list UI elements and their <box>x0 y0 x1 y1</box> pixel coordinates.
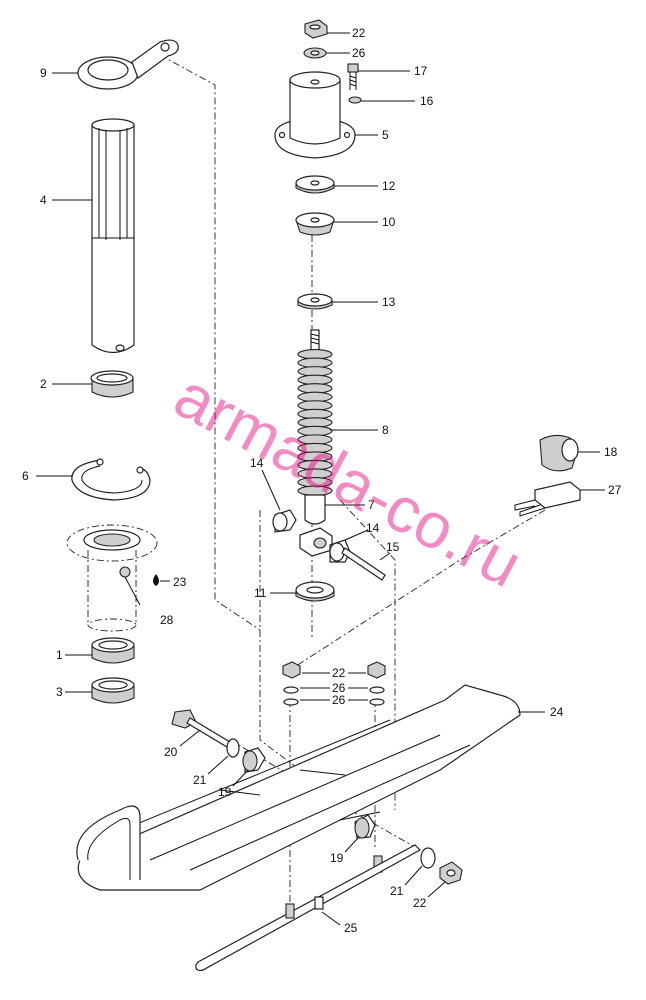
part-9-spanner-wrench <box>77 39 179 90</box>
spring-coil <box>297 366 333 377</box>
part-15-pin <box>341 547 386 581</box>
part-4-splined-tube <box>91 118 135 354</box>
watermark-text: armada-co.ru <box>163 359 533 601</box>
part-19-bushing-right <box>354 814 376 839</box>
part-3-bushing <box>91 677 135 704</box>
callout-6: 6 <box>22 469 29 483</box>
spring-coil <box>297 383 333 394</box>
callout-26-lower: 26 <box>332 693 346 707</box>
part-8-shock-absorber <box>297 329 333 525</box>
part-21-washer-left <box>226 738 240 758</box>
part-6-circlip <box>71 458 151 501</box>
callout-14-left: 14 <box>250 456 264 470</box>
callout-23: 23 <box>173 575 187 589</box>
part-17-bolt <box>347 63 359 90</box>
part-26-washer-top <box>303 47 327 59</box>
callout-14-right: 14 <box>366 521 380 535</box>
callout-labels: 22 26 9 17 16 5 4 12 10 13 2 8 18 6 14 7… <box>22 26 622 935</box>
part-14-bushing-left <box>272 509 297 533</box>
callout-22-bottom: 22 <box>413 896 427 910</box>
callout-7: 7 <box>368 498 375 512</box>
part-25-runner <box>195 844 421 972</box>
part-11-washer <box>295 581 335 602</box>
callout-21-right: 21 <box>390 884 404 898</box>
callout-22-left: 22 <box>332 666 346 680</box>
callout-17: 17 <box>414 64 428 78</box>
callout-5: 5 <box>382 128 389 142</box>
callout-27: 27 <box>608 483 622 497</box>
spring-coil <box>297 349 333 360</box>
callout-28: 28 <box>160 613 174 627</box>
steering-housing-phantom <box>66 524 158 632</box>
callout-25: 25 <box>344 921 358 935</box>
callout-16: 16 <box>420 94 434 108</box>
callout-9: 9 <box>40 66 47 80</box>
part-7-shock-eyelet <box>299 527 333 557</box>
part-21-washer-right <box>420 847 436 869</box>
part-16-lock-washer <box>348 96 362 104</box>
part-24-ski <box>76 684 521 891</box>
callout-19-right: 19 <box>330 851 344 865</box>
part-1-bushing <box>91 637 135 664</box>
part-2-bushing <box>90 370 134 398</box>
part-20-bolt <box>171 709 236 751</box>
callout-26-middle: 26 <box>332 681 346 695</box>
callout-15: 15 <box>386 540 400 554</box>
part-10-spring-seat <box>295 212 335 236</box>
spring-coil <box>297 400 333 411</box>
callout-18: 18 <box>604 445 618 459</box>
part-27-clip <box>514 481 581 517</box>
callout-3: 3 <box>56 685 63 699</box>
part-28-grease-fitting <box>119 566 141 606</box>
leader-lines <box>36 32 605 926</box>
ski-mount-hardware-left <box>282 661 301 706</box>
part-22-nut-right <box>439 861 463 885</box>
spring-coil <box>297 357 333 369</box>
part-18-cap <box>539 434 579 472</box>
callout-1: 1 <box>56 648 63 662</box>
callout-20: 20 <box>164 745 178 759</box>
callout-19-left: 19 <box>218 785 232 799</box>
part-19-bushing-left <box>242 747 266 773</box>
callout-12: 12 <box>382 179 396 193</box>
callout-13: 13 <box>382 295 396 309</box>
part-12-washer <box>295 175 335 194</box>
ski-mount-hardware-right <box>367 661 386 706</box>
callout-2: 2 <box>40 377 47 391</box>
part-14-bushing-right <box>329 539 351 563</box>
callout-11: 11 <box>254 586 267 600</box>
part-5-shock-mount-cup <box>274 71 356 159</box>
part-23-grease-drop <box>153 574 159 586</box>
spring-coil <box>297 374 333 386</box>
callout-22-top: 22 <box>352 26 366 40</box>
callout-26-top: 26 <box>352 46 366 60</box>
spring-coil <box>297 391 333 403</box>
part-22-nut-top <box>304 19 328 39</box>
callout-10: 10 <box>382 215 396 229</box>
callout-8: 8 <box>382 423 389 437</box>
callout-24: 24 <box>550 705 564 719</box>
callout-21-left: 21 <box>193 773 207 787</box>
callout-4: 4 <box>40 193 47 207</box>
part-13-washer <box>297 293 333 310</box>
